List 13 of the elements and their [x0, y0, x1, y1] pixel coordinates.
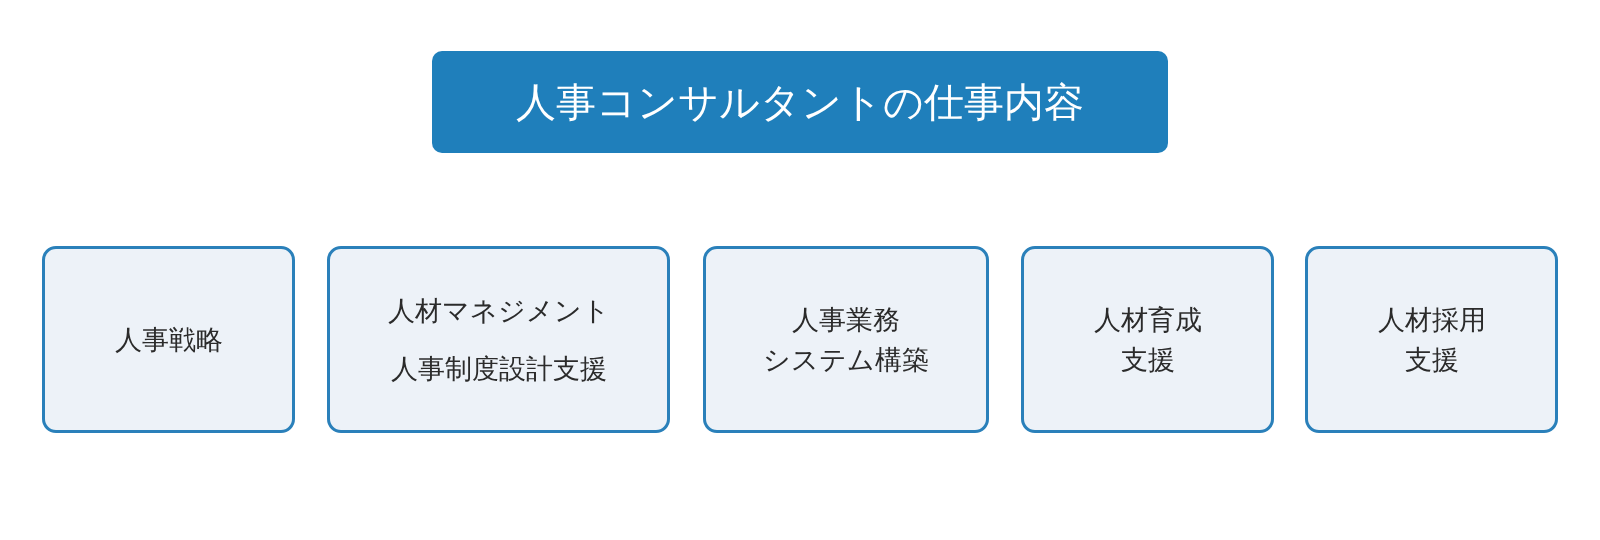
- category-card: [1305, 246, 1558, 433]
- category-card: [703, 246, 989, 433]
- category-card: [1021, 246, 1274, 433]
- card-label: 人材採用支援: [1377, 303, 1486, 377]
- card-label: 人事制度設計支援: [390, 352, 607, 386]
- card-label: 人材育成支援: [1093, 303, 1202, 377]
- category-card: [42, 246, 295, 433]
- banner-title: 人事コンサルタントの仕事内容: [516, 79, 1084, 126]
- category-card: [327, 246, 670, 433]
- card-label: 人事戦略: [114, 323, 223, 357]
- card-label: 人材マネジメント: [387, 294, 610, 328]
- card-label: 人事業務システム構築: [763, 303, 929, 377]
- title-banner: [432, 51, 1168, 153]
